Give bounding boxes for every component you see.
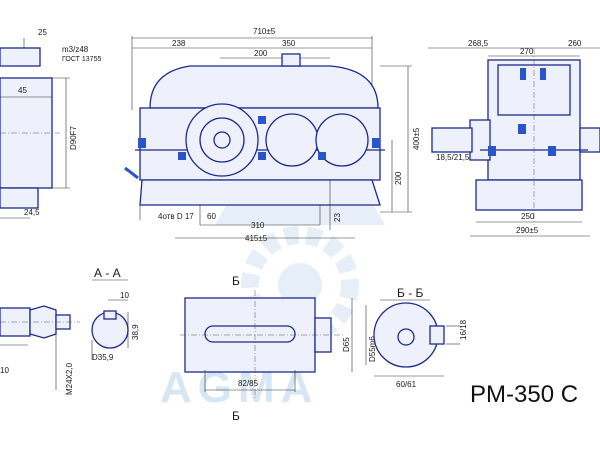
dim-len-200: 200 [254, 49, 268, 58]
dim-holes: 4отв D 17 [158, 212, 194, 221]
dim-shaft-spline: m3/z48 [62, 45, 89, 54]
dim-side-290: 290±5 [516, 226, 539, 235]
dim-height-200: 200 [394, 171, 403, 185]
dim-side-270: 270 [520, 47, 534, 56]
dim-shaft-top: 25 [38, 28, 47, 37]
dim-shaft-len: 45 [18, 86, 27, 95]
section-b-top-marker: Б [232, 274, 240, 288]
dim-overall-len: 710±5 [253, 27, 276, 36]
dim-thread: M24X2,0 [65, 362, 74, 395]
dim-sec-aa-d: D35,9 [92, 353, 114, 362]
dim-small-10: 10 [0, 366, 9, 375]
section-b-bottom-marker: Б [232, 409, 240, 423]
section-bb-label: Б - Б [397, 286, 424, 300]
dim-sec-aa-38: 38,9 [131, 324, 140, 340]
threaded-shaft-end [0, 305, 80, 390]
dim-base-23: 23 [333, 213, 342, 222]
output-shaft-view [0, 38, 70, 219]
dim-shaft-dia: D90F7 [69, 125, 78, 150]
dim-side-268: 268,5 [468, 39, 489, 48]
gearbox-front-view [124, 36, 412, 239]
dim-bb-60: 60/61 [396, 380, 417, 389]
section-aa-label: А - А [94, 266, 121, 280]
dim-shaft-gost: ГОСТ 13755 [62, 56, 101, 63]
dim-side-260: 260 [568, 39, 582, 48]
dim-key-len: 82/85 [238, 379, 259, 388]
dim-d55: D55m6 [368, 336, 377, 362]
dim-len-238: 238 [172, 39, 186, 48]
dim-side-250: 250 [521, 212, 535, 221]
dim-base-310: 310 [251, 221, 265, 230]
section-bb [373, 299, 460, 377]
dim-height-400: 400±5 [412, 127, 421, 150]
dim-d65: D65 [342, 337, 351, 352]
dim-shaft-bottom: 24,5 [24, 208, 40, 217]
dim-len-350: 350 [282, 39, 296, 48]
dim-sec-aa-10: 10 [120, 291, 129, 300]
gearbox-side-view [428, 47, 600, 237]
dim-side-shaft: 18,5/21,5 [436, 153, 470, 162]
dim-bb-16: 16/18 [459, 319, 468, 340]
dim-base-415: 415±5 [245, 234, 268, 243]
section-aa [91, 279, 129, 360]
keyed-shaft-view [180, 290, 367, 400]
dim-base-60: 60 [207, 212, 216, 221]
model-label: PM-350 C [470, 381, 578, 408]
